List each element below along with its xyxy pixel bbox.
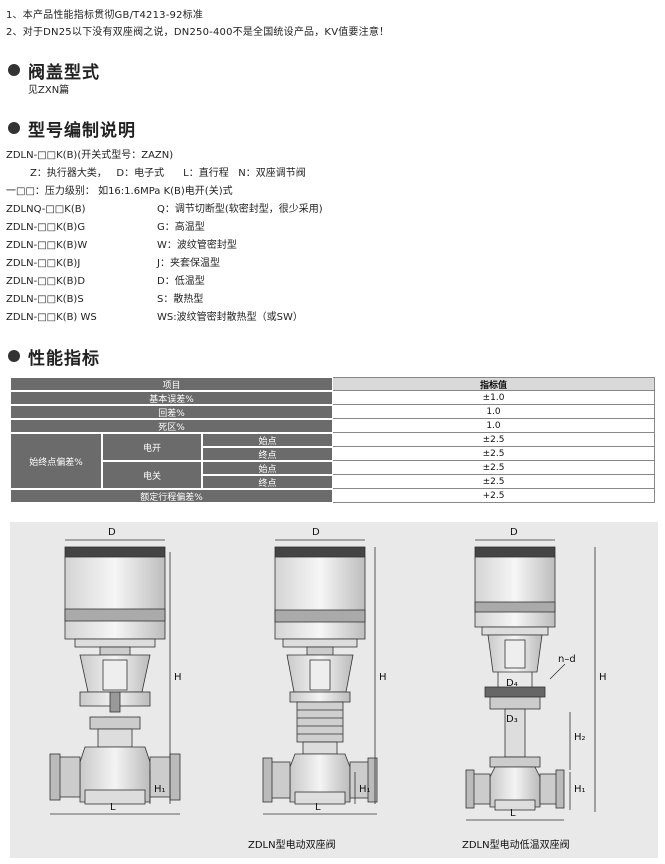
dim-d4-label: D₄: [506, 678, 518, 689]
model-code: ZDLN-□□K(B) WS: [6, 312, 97, 323]
dim-d3-label: D₃: [506, 714, 518, 725]
bullet-icon: [8, 350, 20, 362]
dim-h1-label: H₁: [154, 784, 166, 795]
bullet-icon: [8, 64, 20, 76]
row-value: ±1.0: [333, 391, 655, 405]
valve-drawing-3: [465, 539, 596, 821]
row-value: +2.5: [333, 489, 655, 503]
row-sublabel: 电关: [102, 461, 202, 489]
row-value: 1.0: [333, 419, 655, 433]
dim-h1-label: H₁: [574, 784, 586, 795]
caption-standard: ZDLN型电动双座阀: [248, 840, 336, 851]
valve-drawing-2: [262, 539, 378, 815]
model-desc: WS:波纹管密封散热型（或SW）: [157, 312, 303, 323]
model-line-1: ZDLN-□□K(B)(开关式型号：ZAZN): [6, 150, 174, 161]
row-value: ±2.5: [333, 447, 655, 461]
header-item: 项目: [10, 377, 333, 391]
valve-drawings: [49, 539, 596, 821]
model-desc: S：散热型: [157, 294, 204, 305]
dim-l-label: L: [315, 802, 321, 813]
dim-h1-label: H₁: [359, 784, 371, 795]
row-label: 死区%: [10, 419, 333, 433]
dim-l-label: L: [110, 802, 116, 813]
row-sublabel: 终点: [202, 447, 333, 461]
row-label: 始终点偏差%: [10, 433, 102, 489]
dim-nd-label: n–d: [558, 654, 576, 665]
model-code: ZDLNQ-□□K(B): [6, 204, 86, 215]
caption-low-temp: ZDLN型电动低温双座阀: [462, 840, 570, 851]
model-line-3: 一□□：压力级别： 如16:1.6MPa K(B)电开(关)式: [6, 186, 233, 197]
row-label: 基本误差%: [10, 391, 333, 405]
section-title: 阀盖型式: [28, 62, 100, 83]
row-label: 回差%: [10, 405, 333, 419]
row-value: ±2.5: [333, 475, 655, 489]
bullet-icon: [8, 122, 20, 134]
section-valve-cover: 阀盖型式: [8, 60, 100, 83]
row-sublabel: 电开: [102, 433, 202, 461]
model-code: ZDLN-□□K(B)G: [6, 222, 86, 233]
model-code: ZDLN-□□K(B)W: [6, 240, 88, 251]
model-desc: Q：调节切断型(软密封型，很少采用): [157, 204, 323, 215]
note-2: 2、对于DN25以下没有双座阀之说，DN250-400不是全国统设产品，KV值要…: [6, 27, 390, 38]
model-desc: W：波纹管密封型: [157, 240, 237, 251]
row-sublabel: 始点: [202, 433, 333, 447]
header-value: 指标值: [333, 377, 655, 391]
row-value: ±2.5: [333, 433, 655, 447]
section-title: 型号编制说明: [28, 120, 136, 141]
note-1: 1、本产品性能指标贯彻GB/T4213-92标准: [6, 10, 204, 21]
row-sublabel: 始点: [202, 461, 333, 475]
section-body: 见ZXN篇: [28, 85, 70, 96]
valve-drawing-1: [49, 539, 181, 815]
row-value: ±2.5: [333, 461, 655, 475]
row-sublabel: 终点: [202, 475, 333, 489]
dim-d-label: D: [510, 527, 518, 538]
dim-h-label: H: [379, 672, 387, 683]
model-code: ZDLN-□□K(B)S: [6, 294, 84, 305]
dim-l-label: L: [510, 808, 516, 819]
section-model: 型号编制说明: [8, 118, 136, 141]
section-performance: 性能指标: [8, 346, 100, 369]
dim-d-label: D: [312, 527, 320, 538]
dim-h2-label: H₂: [574, 732, 586, 743]
model-line-2: Z：执行器大类， D：电子式 L：直行程 N：双座调节阀: [30, 168, 306, 179]
dim-h-label: H: [174, 672, 182, 683]
valve-diagram-panel: D H H₁ L D H H₁ L D H H₂ H₁ D₄ D₃ n–d L …: [10, 522, 658, 858]
model-desc: G：高温型: [157, 222, 205, 233]
section-title: 性能指标: [28, 348, 100, 369]
row-value: 1.0: [333, 405, 655, 419]
model-code: ZDLN-□□K(B)D: [6, 276, 86, 287]
model-code: ZDLN-□□K(B)J: [6, 258, 81, 269]
row-label: 额定行程偏差%: [10, 489, 333, 503]
dim-d-label: D: [108, 527, 116, 538]
dim-h-label: H: [599, 672, 607, 683]
model-desc: D：低温型: [157, 276, 205, 287]
model-desc: J：夹套保温型: [157, 258, 220, 269]
